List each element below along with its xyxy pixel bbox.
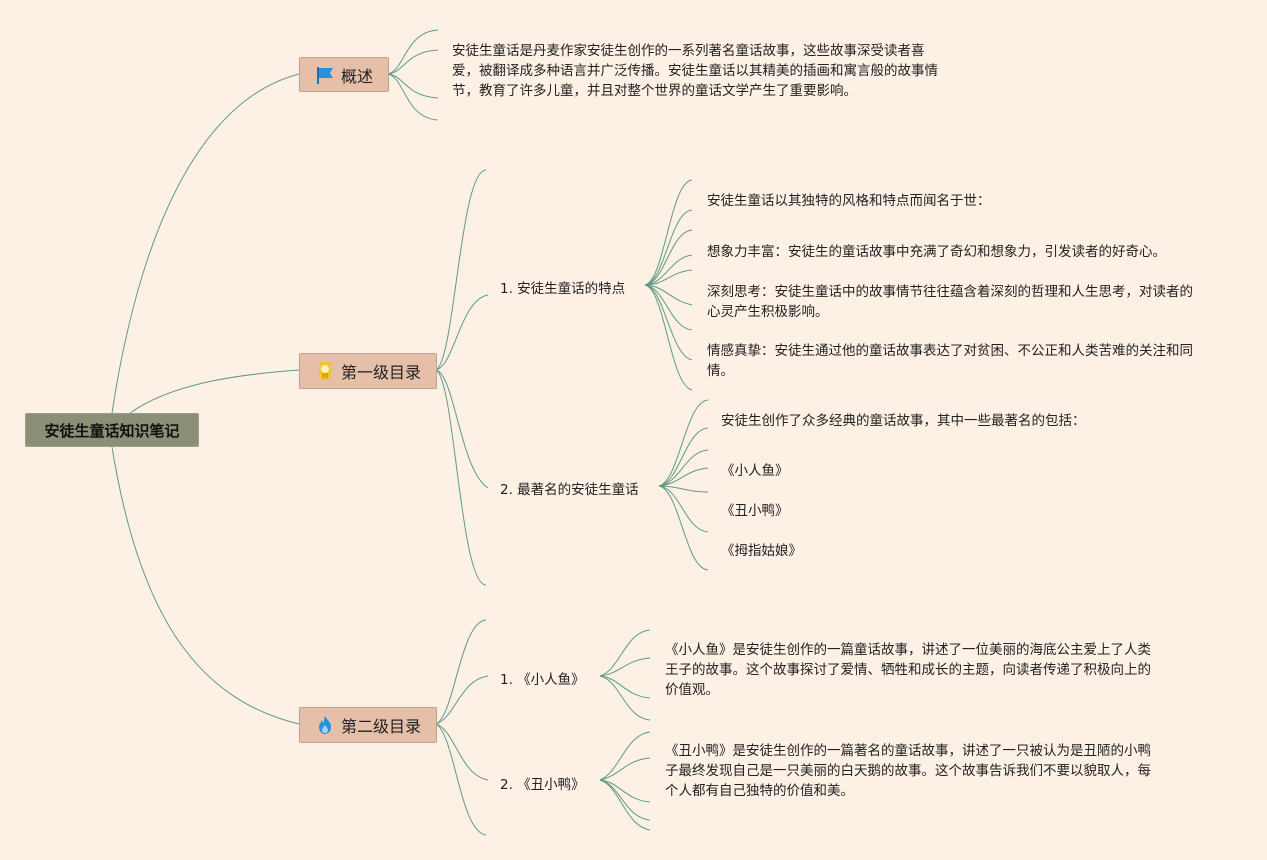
sub-duckling-label[interactable]: 2. 《丑小鸭》 <box>500 777 585 793</box>
branch-level2-label: 第二级目录 <box>340 717 421 736</box>
connector-root-overview <box>111 73 300 414</box>
connector-root-level2 <box>111 446 300 725</box>
fire-icon <box>318 716 331 734</box>
branch-overview-label: 概述 <box>340 66 373 86</box>
sub-mermaid-label[interactable]: 1. 《小人鱼》 <box>500 672 585 688</box>
famous-title-duckling: 《丑小鸭》 <box>721 503 789 519</box>
famous-title-thumbelina: 《拇指姑娘》 <box>721 543 802 559</box>
connector-root-level1 <box>129 369 300 414</box>
features-point-thinking: 深刻思考：安徒生童话中的故事情节往往蕴含着深刻的哲理和人生思考，对读者的心灵产生… <box>707 284 1193 320</box>
sub-famous-label[interactable]: 2. 最著名的安徒生童话 <box>500 482 639 498</box>
famous-intro: 安徒生创作了众多经典的童话故事，其中一些最著名的包括： <box>721 413 1086 429</box>
famous-title-mermaid: 《小人鱼》 <box>721 463 789 479</box>
mermaid-text: 《小人鱼》是安徒生创作的一篇童话故事，讲述了一位美丽的海底公主爱上了人类王子的故… <box>665 642 1151 698</box>
branch-level2[interactable]: 第二级目录 <box>299 707 437 743</box>
branch-overview[interactable]: 概述 <box>299 57 389 92</box>
branch-level1-label: 第一级目录 <box>340 363 421 382</box>
branch-level1[interactable]: 第一级目录 <box>299 353 437 389</box>
features-point-emotion: 情感真挚：安徒生通过他的童话故事表达了对贫困、不公正和人类苦难的关注和同情。 <box>707 343 1193 379</box>
flag-icon <box>316 66 333 84</box>
sub-features-label[interactable]: 1. 安徒生童话的特点 <box>500 281 626 297</box>
features-point-imagination: 想象力丰富：安徒生的童话故事中充满了奇幻和想象力，引发读者的好奇心。 <box>707 244 1166 260</box>
features-intro: 安徒生童话以其独特的风格和特点而闻名于世： <box>707 193 991 209</box>
root-title: 安徒生童话知识笔记 <box>44 421 180 440</box>
root-node[interactable]: 安徒生童话知识笔记 <box>25 413 199 447</box>
overview-text: 安徒生童话是丹麦作家安徒生创作的一系列著名童话故事，这些故事深受读者喜爱，被翻译… <box>452 43 938 99</box>
medal-icon <box>318 362 331 380</box>
duckling-text: 《丑小鸭》是安徒生创作的一篇著名的童话故事，讲述了一只被认为是丑陋的小鸭子最终发… <box>665 743 1151 799</box>
